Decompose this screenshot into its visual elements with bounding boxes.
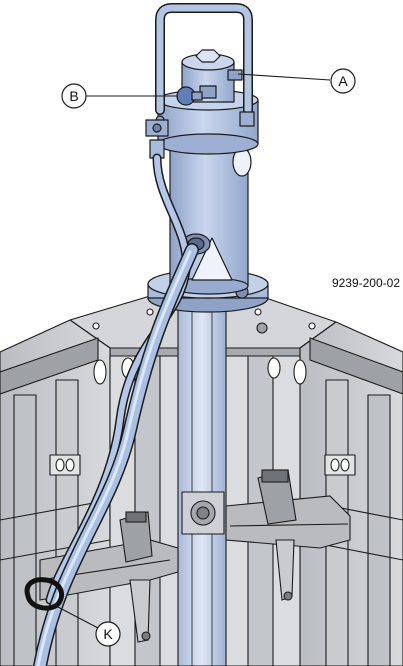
callout-k: K [103,626,113,642]
callout-k-group: K [55,605,121,647]
left-latch-clamp [39,511,179,643]
figure-part-number: 9239-200-02 [332,276,400,290]
hose-clamp [24,577,64,611]
callout-a-group: A [237,68,356,94]
hoses [24,153,199,666]
callout-b: B [69,88,78,104]
pump-shaft [177,299,227,666]
callout-b-group: B [61,83,178,109]
right-latch-clamp [225,469,351,601]
warning-triangle [191,237,233,281]
pump-motor [145,3,269,313]
callout-a: A [338,73,348,89]
